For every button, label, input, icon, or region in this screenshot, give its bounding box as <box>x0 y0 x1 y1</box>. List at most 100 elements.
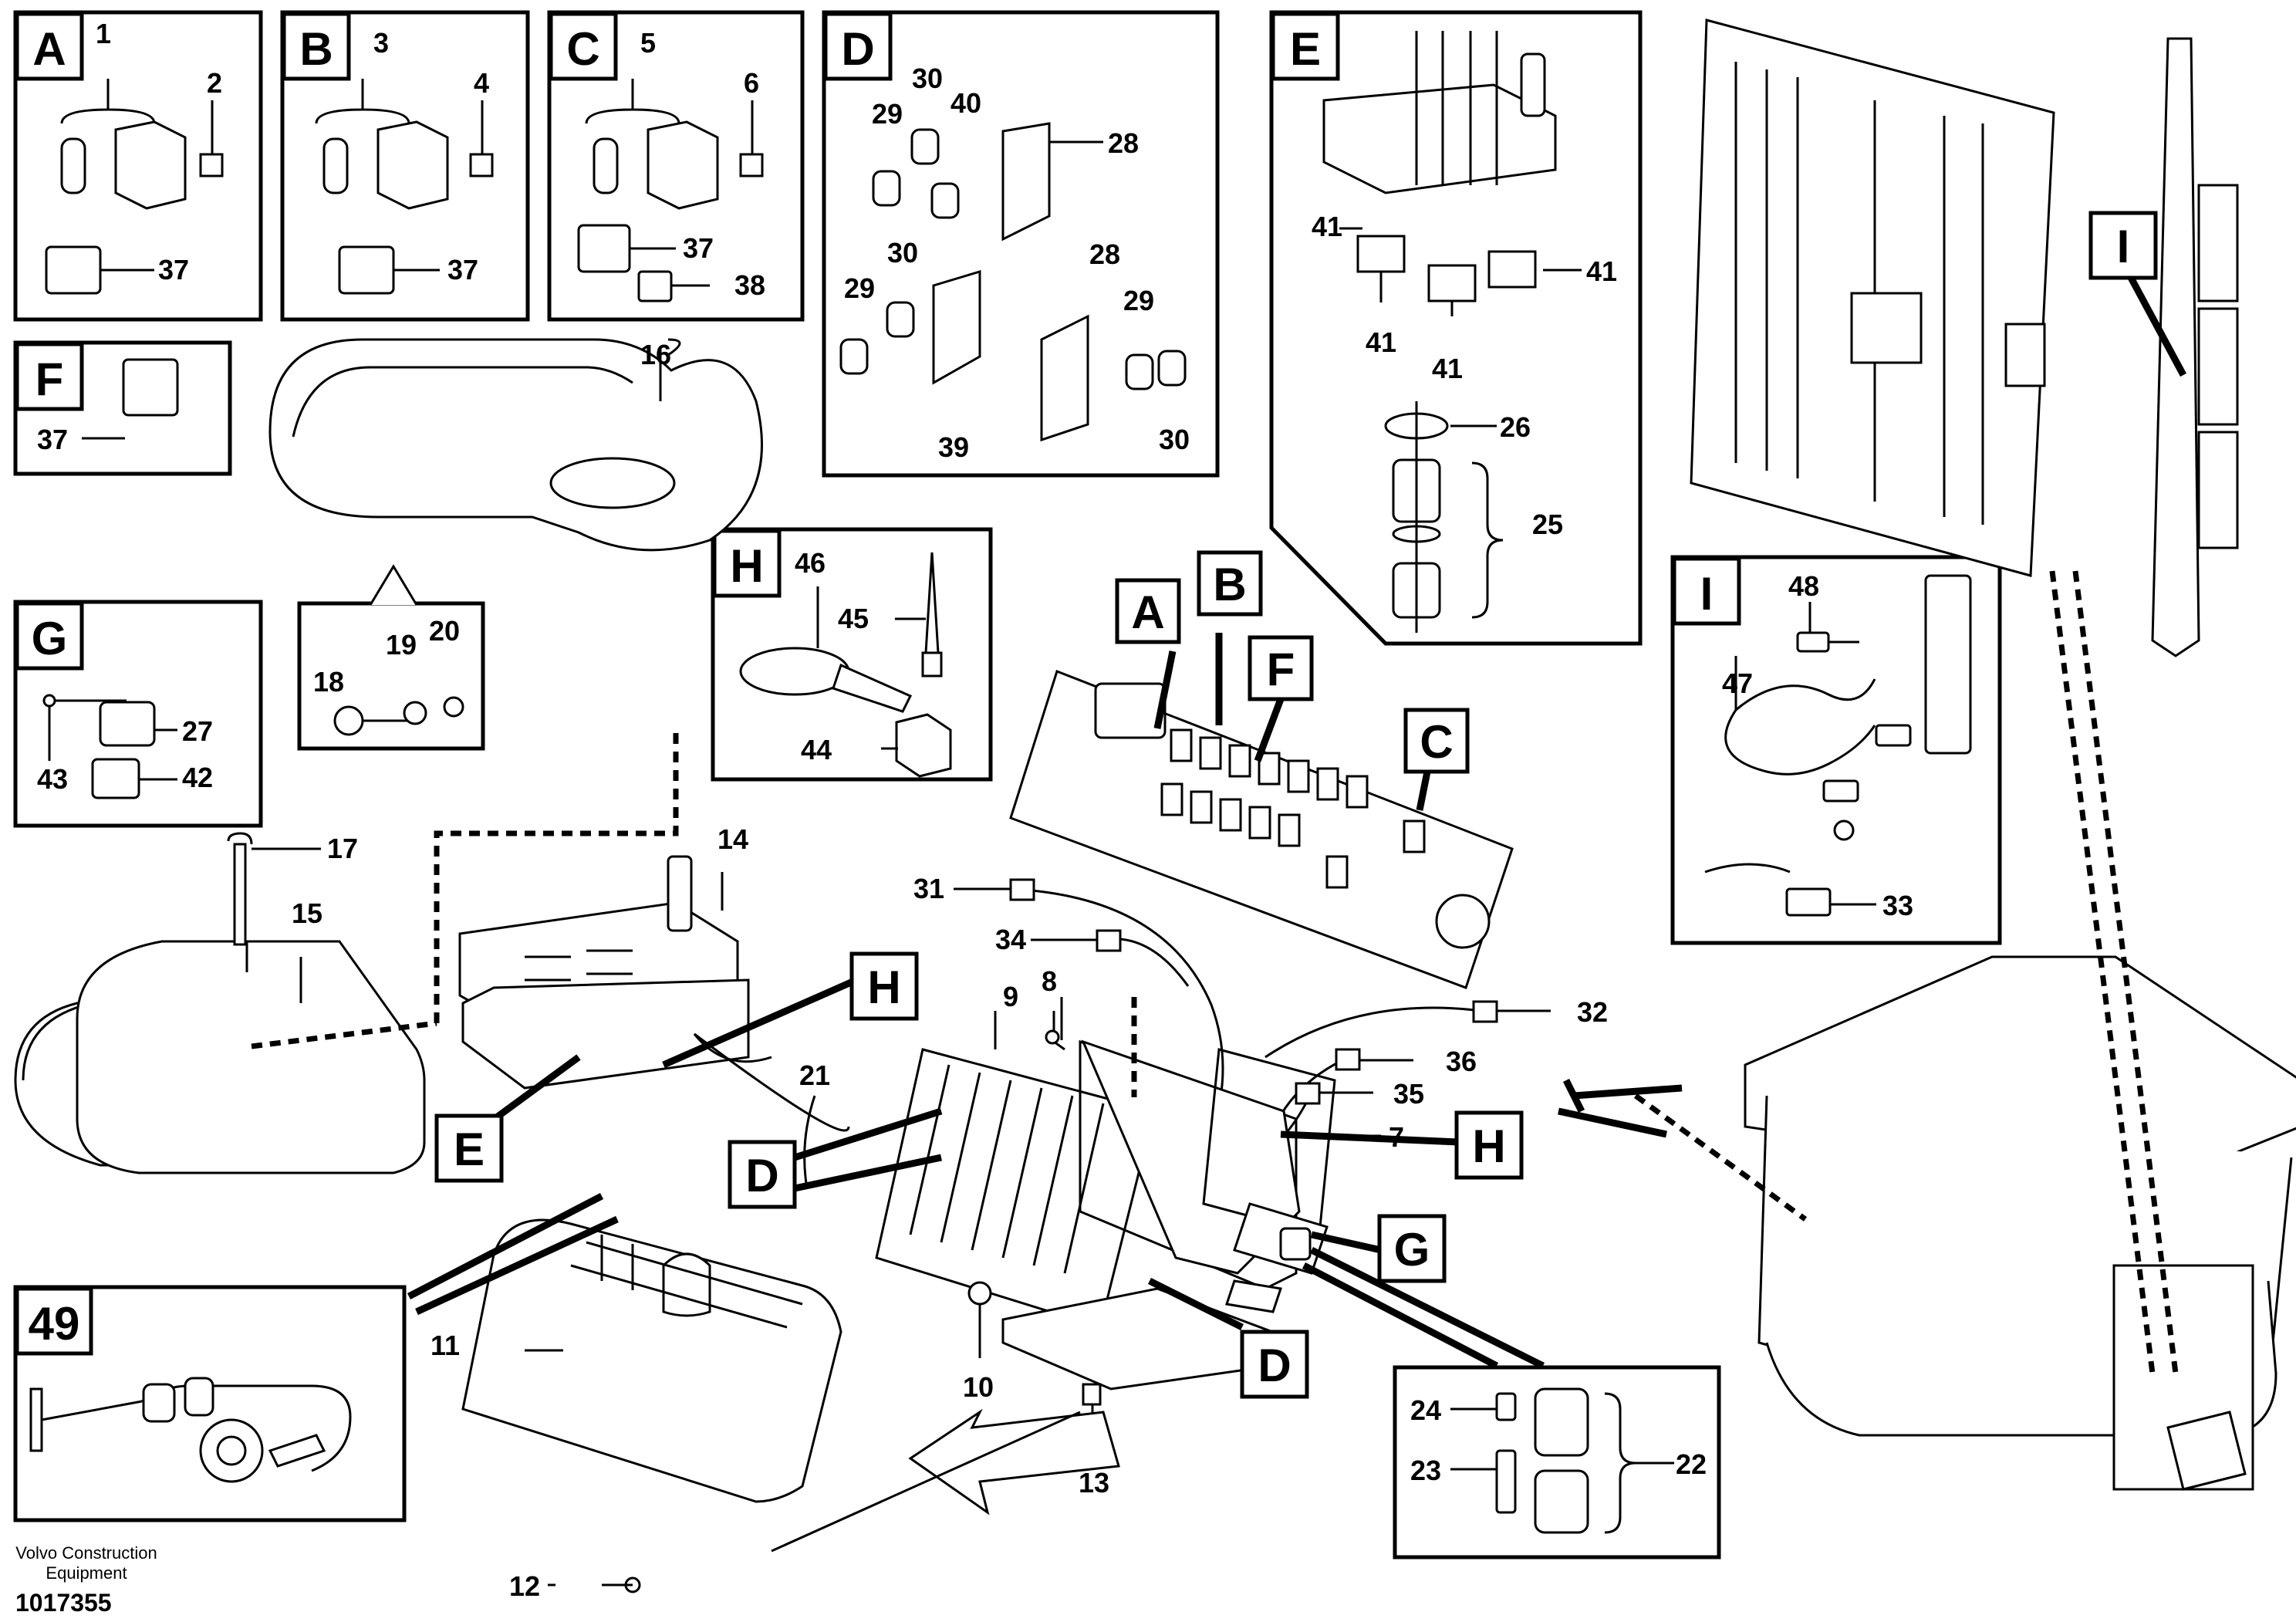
detail-panel-e: E 41 41 41 41 26 25 <box>1269 10 1643 646</box>
svg-text:38: 38 <box>734 269 765 301</box>
svg-text:B: B <box>299 23 333 75</box>
svg-text:12: 12 <box>509 1570 540 1602</box>
svg-text:39: 39 <box>938 431 969 463</box>
detail-panel-i: I 48 47 33 <box>1670 555 2002 945</box>
ring-terminal <box>1833 819 1855 841</box>
clip-13 <box>1082 1383 1102 1406</box>
fuse-strip <box>1924 574 1972 755</box>
terminal <box>1822 779 1859 803</box>
washer <box>403 701 427 725</box>
seal-plug <box>910 128 940 165</box>
connector-block <box>45 245 102 295</box>
sensor <box>1279 1227 1312 1261</box>
switch-symbol-icon <box>469 153 494 177</box>
svg-text:G: G <box>1394 1224 1430 1276</box>
svg-text:37: 37 <box>683 232 714 264</box>
detail-panel-g: G 27 43 42 <box>13 600 263 828</box>
svg-text:5: 5 <box>640 27 656 59</box>
nut-10 <box>967 1281 992 1306</box>
switch-connector <box>1427 264 1477 302</box>
svg-text:27: 27 <box>182 715 213 747</box>
svg-text:41: 41 <box>1366 326 1396 358</box>
seal-plug <box>930 182 960 219</box>
leader-line <box>771 1411 1081 1553</box>
detail-panel-b: B 3 4 37 <box>280 10 530 322</box>
housing-15: 17 15 <box>14 733 679 1174</box>
svg-text:1017355: 1017355 <box>15 1589 112 1617</box>
switch-symbol-icon <box>199 153 224 177</box>
svg-text:49: 49 <box>29 1298 80 1350</box>
svg-text:32: 32 <box>1577 996 1608 1028</box>
terminal <box>1875 724 1912 747</box>
cover-11: 11 12 <box>430 1218 842 1602</box>
svg-text:F: F <box>35 353 64 405</box>
svg-text:30: 30 <box>1159 424 1190 455</box>
svg-text:41: 41 <box>1312 211 1342 242</box>
switch-connector <box>1487 250 1537 289</box>
svg-text:10: 10 <box>963 1371 994 1403</box>
svg-text:35: 35 <box>1393 1078 1424 1110</box>
leader-49 <box>407 1193 619 1316</box>
svg-text:22: 22 <box>1676 1448 1707 1480</box>
screw-17 <box>233 843 247 946</box>
switch-panel: A B F C <box>1009 550 1514 989</box>
direction-arrow <box>908 1408 1120 1516</box>
svg-text:I: I <box>2117 221 2130 272</box>
svg-text:28: 28 <box>1089 238 1120 270</box>
svg-text:E: E <box>1290 23 1321 75</box>
svg-text:6: 6 <box>744 67 759 99</box>
tag-e-main: E <box>434 1054 581 1183</box>
switch-array <box>1160 728 1426 889</box>
switch-symbol-icon <box>739 153 764 177</box>
svg-text:H: H <box>867 961 900 1013</box>
plug-housing <box>1534 1387 1589 1457</box>
detail-panel-d: D 29 30 40 28 30 29 28 29 39 30 <box>822 10 1220 478</box>
svg-text:43: 43 <box>37 763 68 795</box>
svg-text:37: 37 <box>158 254 189 286</box>
svg-text:48: 48 <box>1788 570 1819 602</box>
svg-text:15: 15 <box>292 897 322 929</box>
svg-text:30: 30 <box>887 237 918 269</box>
seal-plug <box>1157 350 1187 387</box>
connector-block <box>338 245 395 295</box>
wiring-harness: 31 34 32 36 35 21 <box>693 873 1608 1189</box>
svg-text:30: 30 <box>912 63 943 94</box>
bulb-icon <box>60 137 86 194</box>
connector-35 <box>1295 1082 1321 1105</box>
svg-text:I: I <box>1700 568 1714 620</box>
rocker-switch <box>376 120 449 210</box>
svg-text:40: 40 <box>950 87 981 119</box>
seal-plug <box>839 338 869 375</box>
connector-housing <box>932 269 981 385</box>
tag-g-main: G <box>1311 1214 1447 1283</box>
svg-text:B: B <box>1213 559 1246 610</box>
plug-cap <box>1534 1469 1589 1534</box>
svg-text:14: 14 <box>718 823 748 855</box>
svg-text:29: 29 <box>872 98 903 130</box>
svg-text:1: 1 <box>96 18 111 49</box>
rocker-switch <box>647 120 719 210</box>
svg-text:E: E <box>454 1124 485 1175</box>
svg-text:D: D <box>745 1150 778 1201</box>
svg-text:4: 4 <box>474 67 489 99</box>
seal-plug <box>872 170 901 207</box>
svg-text:9: 9 <box>1003 981 1018 1012</box>
svg-text:H: H <box>1472 1120 1505 1172</box>
connector-36 <box>1335 1048 1361 1071</box>
svg-text:17: 17 <box>327 833 358 864</box>
fuse <box>1796 631 1830 653</box>
svg-text:37: 37 <box>447 254 478 286</box>
tag-h-main-right: H <box>1280 1110 1524 1180</box>
svg-text:29: 29 <box>844 272 875 304</box>
svg-text:25: 25 <box>1532 509 1563 540</box>
svg-text:C: C <box>566 23 599 75</box>
pin-24 <box>1495 1392 1517 1421</box>
fuse-rail: I <box>2088 37 2239 657</box>
svg-text:F: F <box>1267 644 1295 695</box>
bulb-icon <box>593 137 619 194</box>
tag-d-main-left: D <box>728 1107 943 1209</box>
control-board <box>1690 19 2055 577</box>
svg-text:23: 23 <box>1410 1455 1441 1486</box>
tag-h-main: H <box>662 951 919 1069</box>
svg-text:28: 28 <box>1108 127 1139 159</box>
